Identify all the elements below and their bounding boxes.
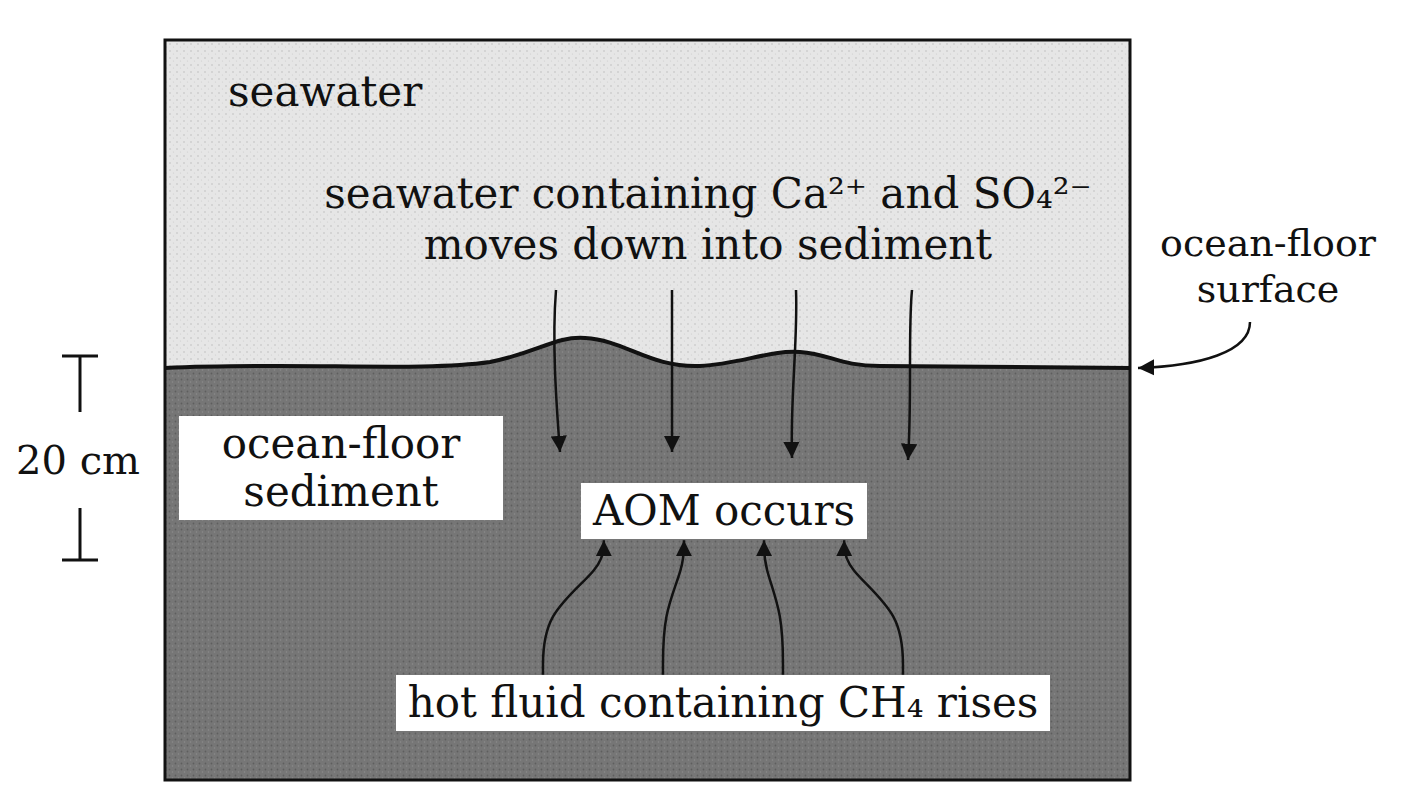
sediment-region	[165, 338, 1130, 780]
leader-arrow	[1138, 322, 1250, 368]
dimension-bracket	[62, 559, 98, 562]
downflow-arrow	[908, 290, 912, 460]
diagram-frame	[165, 40, 1130, 780]
ocean-floor-line	[165, 338, 1130, 368]
downflow-arrow	[792, 290, 797, 458]
dimension-label: 20 cm	[16, 436, 140, 485]
flow-arrow	[663, 540, 684, 675]
process-label-box: AOM occurs	[581, 483, 867, 539]
flow-note: seawater containing Ca²⁺ and SO₄²⁻ moves…	[278, 168, 1138, 270]
region-label: seawater	[228, 66, 422, 117]
dimension-bracket	[79, 356, 82, 412]
region-label-box: ocean-floor sediment	[179, 416, 503, 521]
downflow-arrow	[554, 290, 560, 452]
dimension-bracket	[62, 355, 98, 358]
source-label-box: hot fluid containing CH₄ rises	[396, 675, 1051, 731]
box-text: ocean-floor sediment	[191, 420, 491, 517]
seawater-region	[165, 40, 1130, 780]
flow-arrow	[543, 540, 604, 675]
box-text: hot fluid containing CH₄ rises	[408, 679, 1039, 727]
dimension-bracket	[79, 508, 82, 560]
box-text: AOM occurs	[593, 487, 855, 535]
downflow-arrow	[671, 290, 674, 452]
callout-label: ocean-floor surface	[1143, 220, 1393, 313]
flow-arrow	[764, 540, 783, 675]
flow-arrow	[844, 540, 903, 675]
